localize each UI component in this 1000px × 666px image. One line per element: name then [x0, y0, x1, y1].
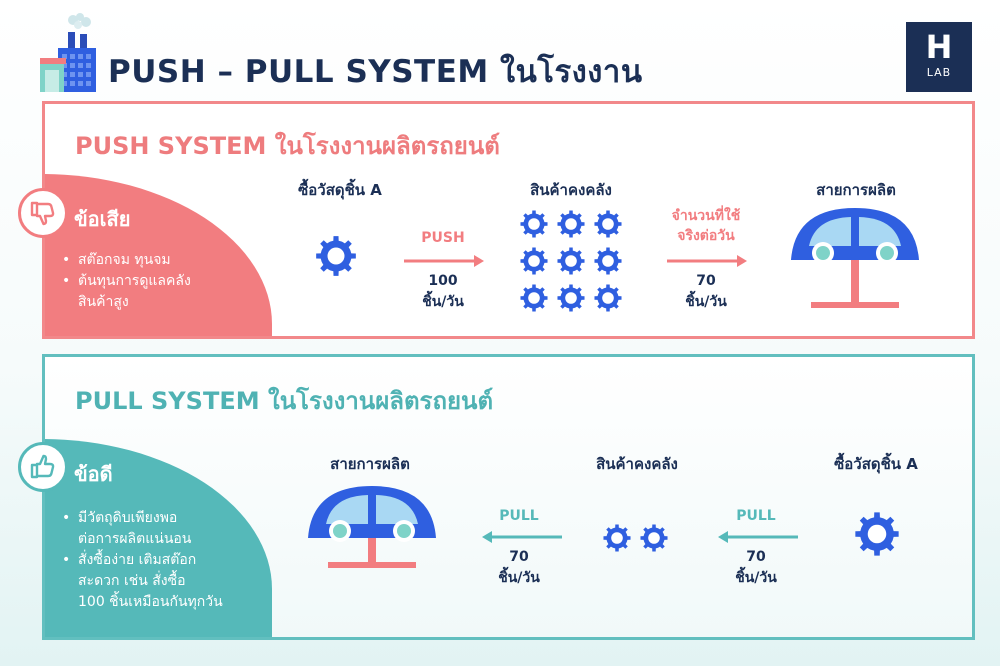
gear-icon	[519, 209, 549, 239]
logo-letter: H	[925, 28, 953, 66]
right-arrow-icon	[667, 253, 749, 269]
pull-side-heading: ข้อดี	[74, 462, 113, 486]
gear-icon	[593, 246, 623, 276]
push-arrow2-label: จำนวนที่ใช้ จริงต่อวัน	[671, 208, 741, 244]
gear-icon	[593, 283, 623, 313]
push-stage-material-label: ซื้อวัสดุชิ้น A	[298, 181, 382, 199]
qty-unit: ชิ้น/วัน	[735, 570, 777, 586]
left-arrow-icon	[480, 529, 562, 545]
push-arrow2-qty: 70 ชิ้น/วัน	[665, 271, 747, 313]
list-item: มีวัตถุดิบเพียงพอ ต่อการผลิตแน่นอน	[62, 508, 262, 550]
gear-icon	[853, 510, 901, 558]
gear-icon	[556, 283, 586, 313]
push-disadvantage-list: สต๊อกจม ทุนจม ต้นทุนการดูแลคลัง สินค้าสู…	[62, 250, 252, 313]
thumbs-down-icon	[18, 188, 68, 238]
gear-icon	[519, 283, 549, 313]
hlab-logo: H LAB	[906, 22, 972, 92]
pull-advantage-list: มีวัตถุดิบเพียงพอ ต่อการผลิตแน่นอน สั่งซ…	[62, 508, 262, 613]
qty-value: 70	[696, 273, 716, 289]
qty-value: 100	[428, 273, 458, 289]
logo-text: LAB	[926, 66, 952, 79]
gear-icon	[602, 523, 632, 553]
pull-stage-material-label: ซื้อวัสดุชิ้น A	[834, 455, 918, 473]
gear-icon	[593, 209, 623, 239]
push-panel-title: PUSH SYSTEM ในโรงงานผลิตรถยนต์	[75, 132, 500, 160]
thumbs-up-icon	[18, 442, 68, 492]
qty-value: 70	[746, 549, 766, 565]
gear-icon	[314, 234, 358, 278]
pull-arrow1-qty: 70 ชิ้น/วัน	[478, 547, 560, 589]
car-production-line-icon	[302, 482, 442, 588]
factory-icon	[40, 10, 100, 94]
pull-arrow2-label: PULL	[736, 508, 776, 524]
pull-panel-title: PULL SYSTEM ในโรงงานผลิตรถยนต์	[75, 387, 494, 415]
qty-value: 70	[509, 549, 529, 565]
page-title: PUSH – PULL SYSTEM ในโรงงาน	[108, 54, 643, 90]
gear-icon	[556, 246, 586, 276]
gear-icon	[556, 209, 586, 239]
push-stage-inventory-label: สินค้าคงคลัง	[530, 181, 612, 199]
pull-stage-line-label: สายการผลิต	[330, 455, 410, 473]
push-arrow1-label: PUSH	[421, 230, 465, 246]
push-stage-line-label: สายการผลิต	[816, 181, 896, 199]
gear-icon	[519, 246, 549, 276]
list-item: สั่งซื้อง่าย เติมสต๊อก สะดวก เช่น สั่งซื…	[62, 550, 262, 613]
car-production-line-icon	[785, 204, 925, 310]
qty-unit: ชิ้น/วัน	[498, 570, 540, 586]
list-item: สต๊อกจม ทุนจม	[62, 250, 252, 271]
push-arrow1-qty: 100 ชิ้น/วัน	[402, 271, 484, 313]
pull-stage-inventory-label: สินค้าคงคลัง	[596, 455, 678, 473]
left-arrow-icon	[716, 529, 798, 545]
qty-unit: ชิ้น/วัน	[422, 294, 464, 310]
qty-unit: ชิ้น/วัน	[685, 294, 727, 310]
push-side-heading: ข้อเสีย	[74, 207, 131, 231]
inventory-gear-grid	[519, 209, 623, 313]
pull-arrow1-label: PULL	[499, 508, 539, 524]
gear-icon	[639, 523, 669, 553]
list-item: ต้นทุนการดูแลคลัง สินค้าสูง	[62, 271, 252, 313]
pull-arrow2-qty: 70 ชิ้น/วัน	[715, 547, 797, 589]
right-arrow-icon	[404, 253, 486, 269]
